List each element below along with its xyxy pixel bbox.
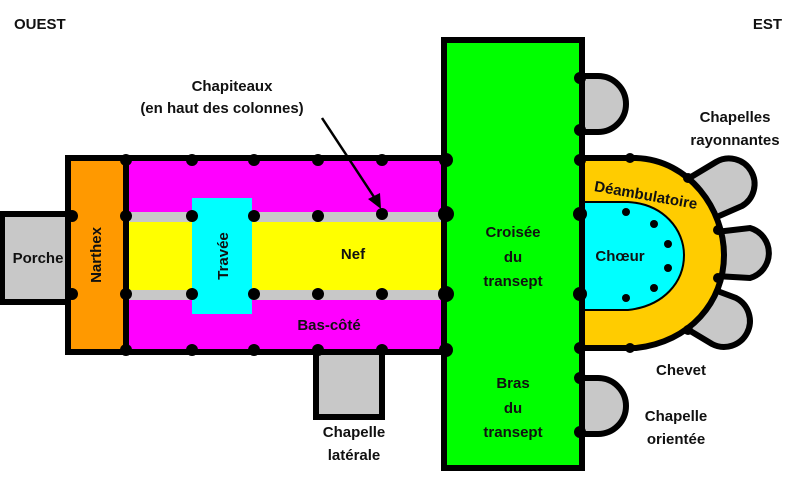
chapelle-laterale-area [313, 342, 385, 420]
column [664, 264, 672, 272]
column [312, 154, 324, 166]
column [650, 220, 658, 228]
column [186, 288, 198, 300]
column [248, 288, 260, 300]
column [683, 325, 693, 335]
transept-area [441, 37, 585, 471]
column [186, 210, 198, 222]
column [574, 72, 586, 84]
column [376, 154, 388, 166]
column [248, 154, 260, 166]
column [683, 173, 693, 183]
porche-area [0, 211, 75, 305]
column [438, 206, 454, 222]
choir-columns [622, 208, 672, 302]
column [650, 284, 658, 292]
column [622, 208, 630, 216]
label-bas-cote: Bas-côté [297, 317, 360, 334]
chapelle-orientee-south [579, 375, 629, 437]
annot-chapelle-laterale-2: latérale [328, 447, 381, 464]
column [574, 426, 586, 438]
column [376, 208, 388, 220]
column [625, 153, 635, 163]
nave-columns [66, 153, 454, 357]
annot-chapelle-laterale-1: Chapelle [323, 424, 386, 441]
column [439, 343, 453, 357]
label-travee: Travée [215, 232, 232, 280]
nef-area [126, 222, 446, 290]
column [574, 372, 586, 384]
annot-chapelle-orientee-1: Chapelle [645, 408, 708, 425]
column [713, 273, 723, 283]
column [66, 210, 78, 222]
column [248, 210, 260, 222]
column [573, 207, 587, 221]
label-croisee-2: du [504, 249, 522, 266]
column [186, 344, 198, 356]
column [573, 287, 587, 301]
column [376, 344, 388, 356]
chapiteaux-arrow-line [320, 117, 378, 201]
label-ouest: OUEST [14, 16, 66, 33]
column [625, 343, 635, 353]
narthex-area [65, 155, 129, 355]
column [574, 154, 586, 166]
annot-chapelles-rayonnantes-2: rayonnantes [690, 132, 779, 149]
column [438, 286, 454, 302]
label-nef: Nef [341, 246, 366, 263]
column [664, 240, 672, 248]
travee-area [192, 198, 252, 314]
label-narthex: Narthex [88, 226, 105, 283]
column [66, 288, 78, 300]
chapelle-rayonnante-2 [713, 224, 772, 282]
column [120, 288, 132, 300]
annot-chapelle-orientee-2: orientée [647, 431, 705, 448]
column [713, 225, 723, 235]
label-choeur: Chœur [595, 248, 644, 265]
label-croisee-1: Croisée [485, 224, 540, 241]
column [312, 288, 324, 300]
annot-chapiteaux-1: Chapiteaux [192, 78, 274, 95]
label-croisee-3: transept [483, 273, 542, 290]
column [312, 344, 324, 356]
column [574, 124, 586, 136]
chapelle-orientee-north [579, 73, 629, 135]
column [120, 154, 132, 166]
annot-chapelles-rayonnantes-1: Chapelles [700, 109, 771, 126]
column [120, 210, 132, 222]
column [574, 342, 586, 354]
label-est: EST [753, 16, 782, 33]
column [312, 210, 324, 222]
transept-columns [573, 72, 723, 438]
label-porche: Porche [13, 250, 64, 267]
column [120, 344, 132, 356]
chapiteaux-arrowhead [368, 193, 381, 209]
label-chevet: Chevet [656, 362, 706, 379]
label-bras-2: du [504, 400, 522, 417]
column [376, 288, 388, 300]
annot-chapiteaux-2: (en haut des colonnes) [140, 100, 303, 117]
column [439, 153, 453, 167]
label-bras-3: transept [483, 424, 542, 441]
column [622, 294, 630, 302]
choeur-area [581, 201, 686, 311]
column [248, 344, 260, 356]
label-bras-1: Bras [496, 375, 529, 392]
column [186, 154, 198, 166]
